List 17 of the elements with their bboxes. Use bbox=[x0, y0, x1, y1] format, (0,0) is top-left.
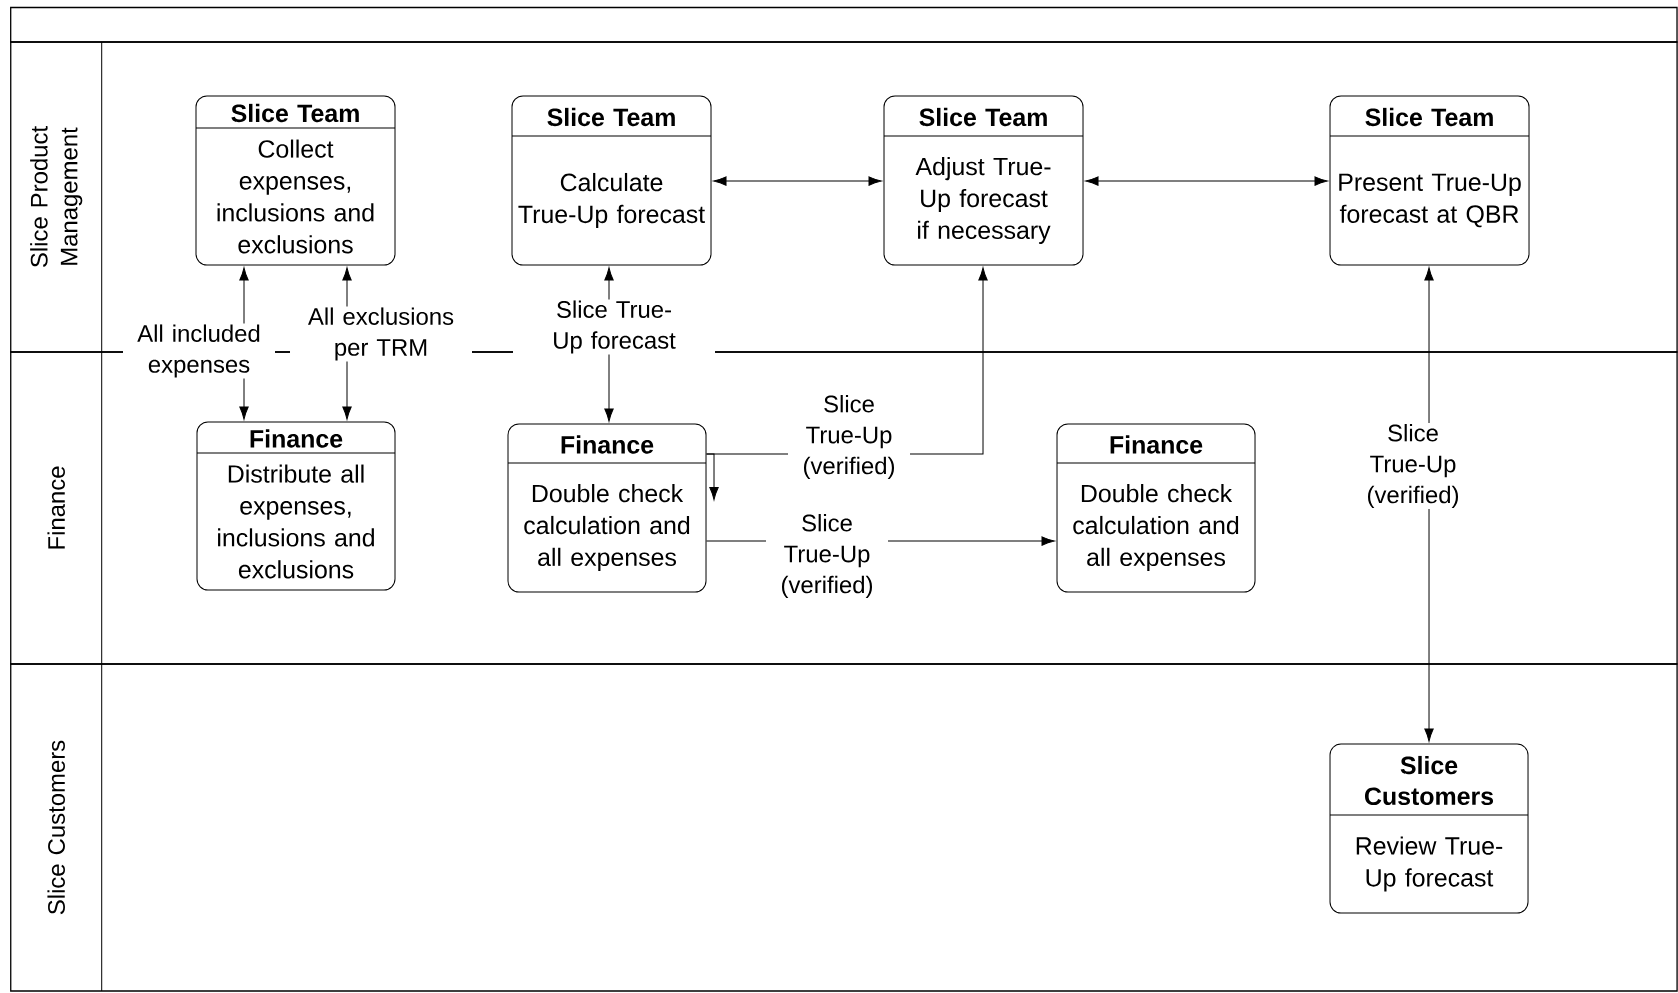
arrow bbox=[713, 176, 882, 186]
process-box: Finance Double check calculation and all expenses bbox=[1056, 423, 1256, 593]
process-box: Finance Distribute all expenses, inclusions and exclusions bbox=[196, 421, 396, 591]
process-box: Slice Team Adjust True-Up forecast if necessary bbox=[883, 95, 1084, 266]
edge-label: Slice True-Up forecast bbox=[513, 299, 715, 355]
arrow bbox=[706, 453, 719, 501]
process-box: Slice Team Collect expenses, inclusions and exclusions bbox=[195, 95, 396, 266]
process-box: Slice Team Present True-Up forecast at QBR bbox=[1329, 95, 1530, 266]
process-box: Slice Customers Review True-Up forecast bbox=[1329, 743, 1529, 914]
process-box: Finance Double check calculation and all expenses bbox=[507, 423, 707, 593]
edge-label: All included expenses bbox=[123, 323, 275, 379]
edge-label: Slice True-Up (verified) bbox=[1352, 423, 1474, 510]
edge-label: All exclusions per TRM bbox=[290, 306, 472, 362]
process-box: Slice Team Calculate True-Up forecast bbox=[511, 95, 712, 266]
edge-label: Slice True-Up (verified) bbox=[766, 513, 888, 600]
arrow bbox=[1085, 176, 1328, 186]
edge-label: Slice True-Up (verified) bbox=[788, 394, 910, 481]
